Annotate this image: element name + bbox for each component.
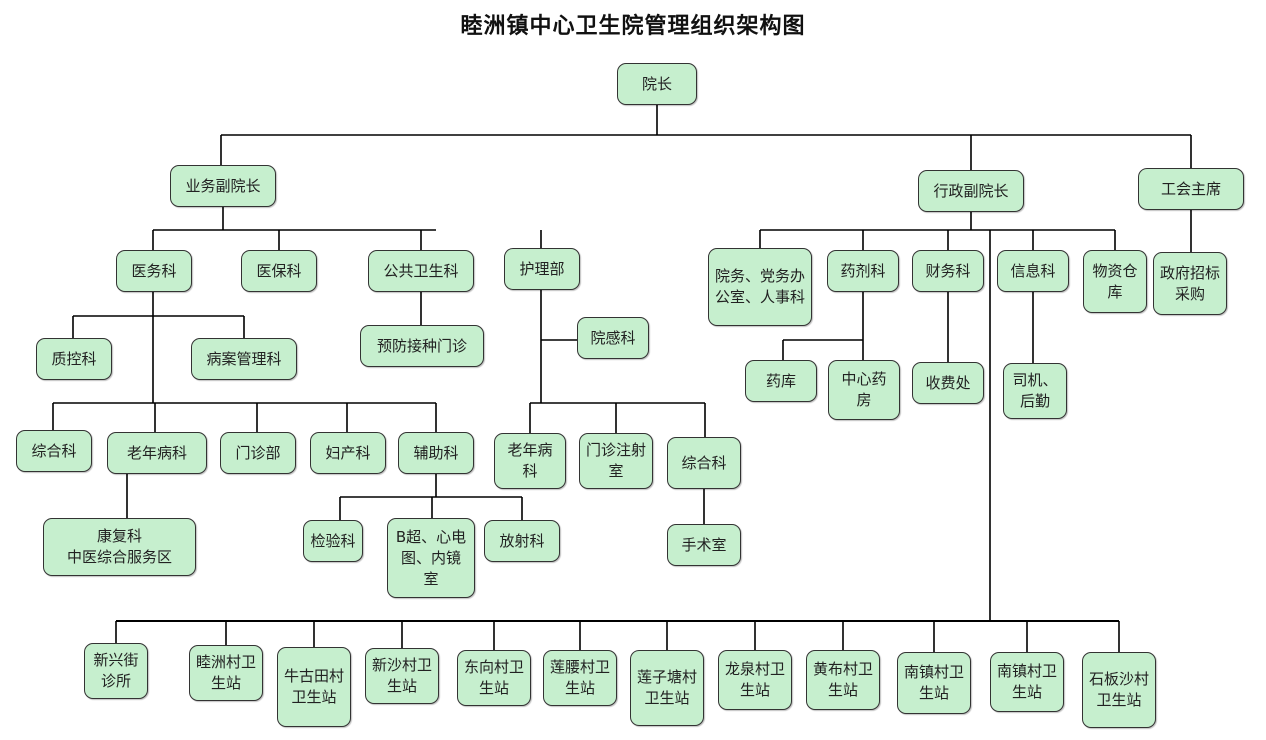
node-ultrasound-ecg-endoscopy: B超、心电图、内镜室 (387, 518, 475, 598)
node-infection-control: 院感科 (577, 317, 649, 359)
node-label: 康复科 中医综合服务区 (66, 527, 172, 566)
node-label: 睦洲村卫生站 (196, 653, 257, 692)
node-label: 业务副院长 (185, 176, 261, 195)
node-station: 龙泉村卫生站 (718, 650, 792, 710)
node-station: 南镇村卫生站 (897, 652, 971, 714)
node-medical-affairs: 医务科 (116, 250, 192, 292)
node-label: 东向村卫生站 (464, 658, 525, 697)
node-operating-room: 手术室 (667, 524, 741, 566)
node-quality-control: 质控科 (36, 338, 112, 380)
node-label: 新沙村卫生站 (372, 656, 433, 695)
node-general-dept: 综合科 (16, 430, 92, 472)
node-label: 公共卫生科 (383, 261, 459, 280)
node-nursing: 护理部 (504, 248, 580, 290)
node-label: 护理部 (519, 259, 565, 278)
node-information: 信息科 (997, 250, 1069, 292)
node-station: 黄布村卫生站 (806, 650, 880, 710)
node-public-health: 公共卫生科 (368, 250, 474, 292)
node-vaccination: 预防接种门诊 (360, 325, 484, 367)
node-station: 石板沙村卫生站 (1082, 652, 1156, 728)
node-station: 东向村卫生站 (457, 650, 531, 706)
node-label: 检验科 (310, 531, 356, 550)
node-label: 中心药房 (841, 370, 887, 409)
node-nursing-general: 综合科 (667, 437, 741, 489)
node-finance: 财务科 (912, 250, 984, 292)
node-procurement: 政府招标采购 (1153, 252, 1227, 315)
node-injection-room: 门诊注射室 (579, 433, 653, 489)
node-central-pharmacy: 中心药房 (828, 360, 900, 420)
node-label: 医保科 (256, 261, 302, 280)
node-station: 睦洲村卫生站 (189, 645, 263, 701)
node-office-hr: 院务、党务办公室、人事科 (708, 248, 812, 326)
node-label: 老年病科 (126, 443, 187, 462)
node-label: 莲腰村卫生站 (550, 658, 611, 697)
node-label: 工会主席 (1160, 179, 1221, 198)
node-label: 门诊注射室 (586, 441, 647, 480)
node-medical-records: 病案管理科 (191, 338, 297, 380)
node-auxiliary: 辅助科 (398, 432, 474, 474)
node-label: 药剂科 (840, 261, 886, 280)
node-label: 综合科 (681, 453, 727, 472)
node-station: 牛古田村卫生站 (277, 647, 351, 727)
node-label: 院感科 (590, 328, 636, 347)
node-label: 质控科 (51, 349, 97, 368)
node-label: B超、心电图、内镜室 (395, 527, 467, 588)
node-medical-insurance: 医保科 (241, 250, 317, 292)
node-station: 新沙村卫生站 (365, 648, 439, 704)
node-vp-admin: 行政副院长 (918, 170, 1024, 212)
node-obstetrics: 妇产科 (310, 432, 386, 474)
node-label: 牛古田村卫生站 (284, 667, 345, 706)
node-nursing-geriatrics: 老年病科 (494, 433, 566, 489)
node-label: 手术室 (681, 535, 727, 554)
node-label: 院务、党务办公室、人事科 (715, 267, 806, 306)
node-label: 门诊部 (235, 443, 281, 462)
node-label: 老年病科 (507, 441, 553, 480)
node-label: 收费处 (925, 373, 971, 392)
node-label: 辅助科 (413, 443, 459, 462)
node-geriatrics: 老年病科 (107, 432, 207, 474)
node-label: 医务科 (131, 261, 177, 280)
node-president: 院长 (617, 63, 697, 105)
node-station: 新兴街诊所 (84, 643, 148, 699)
node-label: 药库 (765, 371, 796, 390)
node-label: 预防接种门诊 (376, 336, 467, 355)
node-label: 病案管理科 (206, 349, 282, 368)
node-station: 南镇村卫生站 (990, 652, 1064, 712)
node-label: 信息科 (1010, 261, 1056, 280)
node-outpatient: 门诊部 (220, 432, 296, 474)
node-label: 司机、后勤 (1012, 371, 1058, 410)
node-laboratory: 检验科 (303, 520, 363, 562)
node-label: 南镇村卫生站 (904, 663, 965, 702)
node-station: 莲子塘村卫生站 (630, 650, 704, 726)
node-label: 综合科 (31, 441, 77, 460)
node-label: 政府招标采购 (1160, 263, 1221, 303)
node-union-chair: 工会主席 (1138, 168, 1244, 210)
node-cashier: 收费处 (912, 362, 984, 404)
node-label: 放射科 (499, 531, 545, 550)
node-label: 莲子塘村卫生站 (637, 668, 698, 707)
node-station: 莲腰村卫生站 (543, 650, 617, 706)
node-label: 南镇村卫生站 (997, 662, 1058, 701)
node-label: 石板沙村卫生站 (1089, 670, 1150, 709)
node-label: 妇产科 (325, 443, 371, 462)
chart-title: 睦洲镇中心卫生院管理组织架构图 (460, 13, 806, 39)
node-rehab-tcm: 康复科 中医综合服务区 (43, 518, 196, 576)
node-label: 新兴街诊所 (93, 651, 139, 690)
node-label: 龙泉村卫生站 (725, 660, 786, 699)
node-pharmacy: 药剂科 (827, 250, 899, 292)
node-label: 行政副院长 (933, 181, 1009, 200)
node-vp-business: 业务副院长 (170, 165, 276, 207)
node-label: 黄布村卫生站 (813, 660, 874, 699)
node-label: 院长 (641, 74, 672, 93)
node-label: 物资仓库 (1092, 261, 1138, 301)
node-radiology: 放射科 (484, 520, 560, 562)
node-drug-store: 药库 (745, 360, 817, 402)
node-warehouse: 物资仓库 (1083, 250, 1147, 313)
node-driver-logistics: 司机、后勤 (1003, 363, 1067, 419)
node-label: 财务科 (925, 261, 971, 280)
